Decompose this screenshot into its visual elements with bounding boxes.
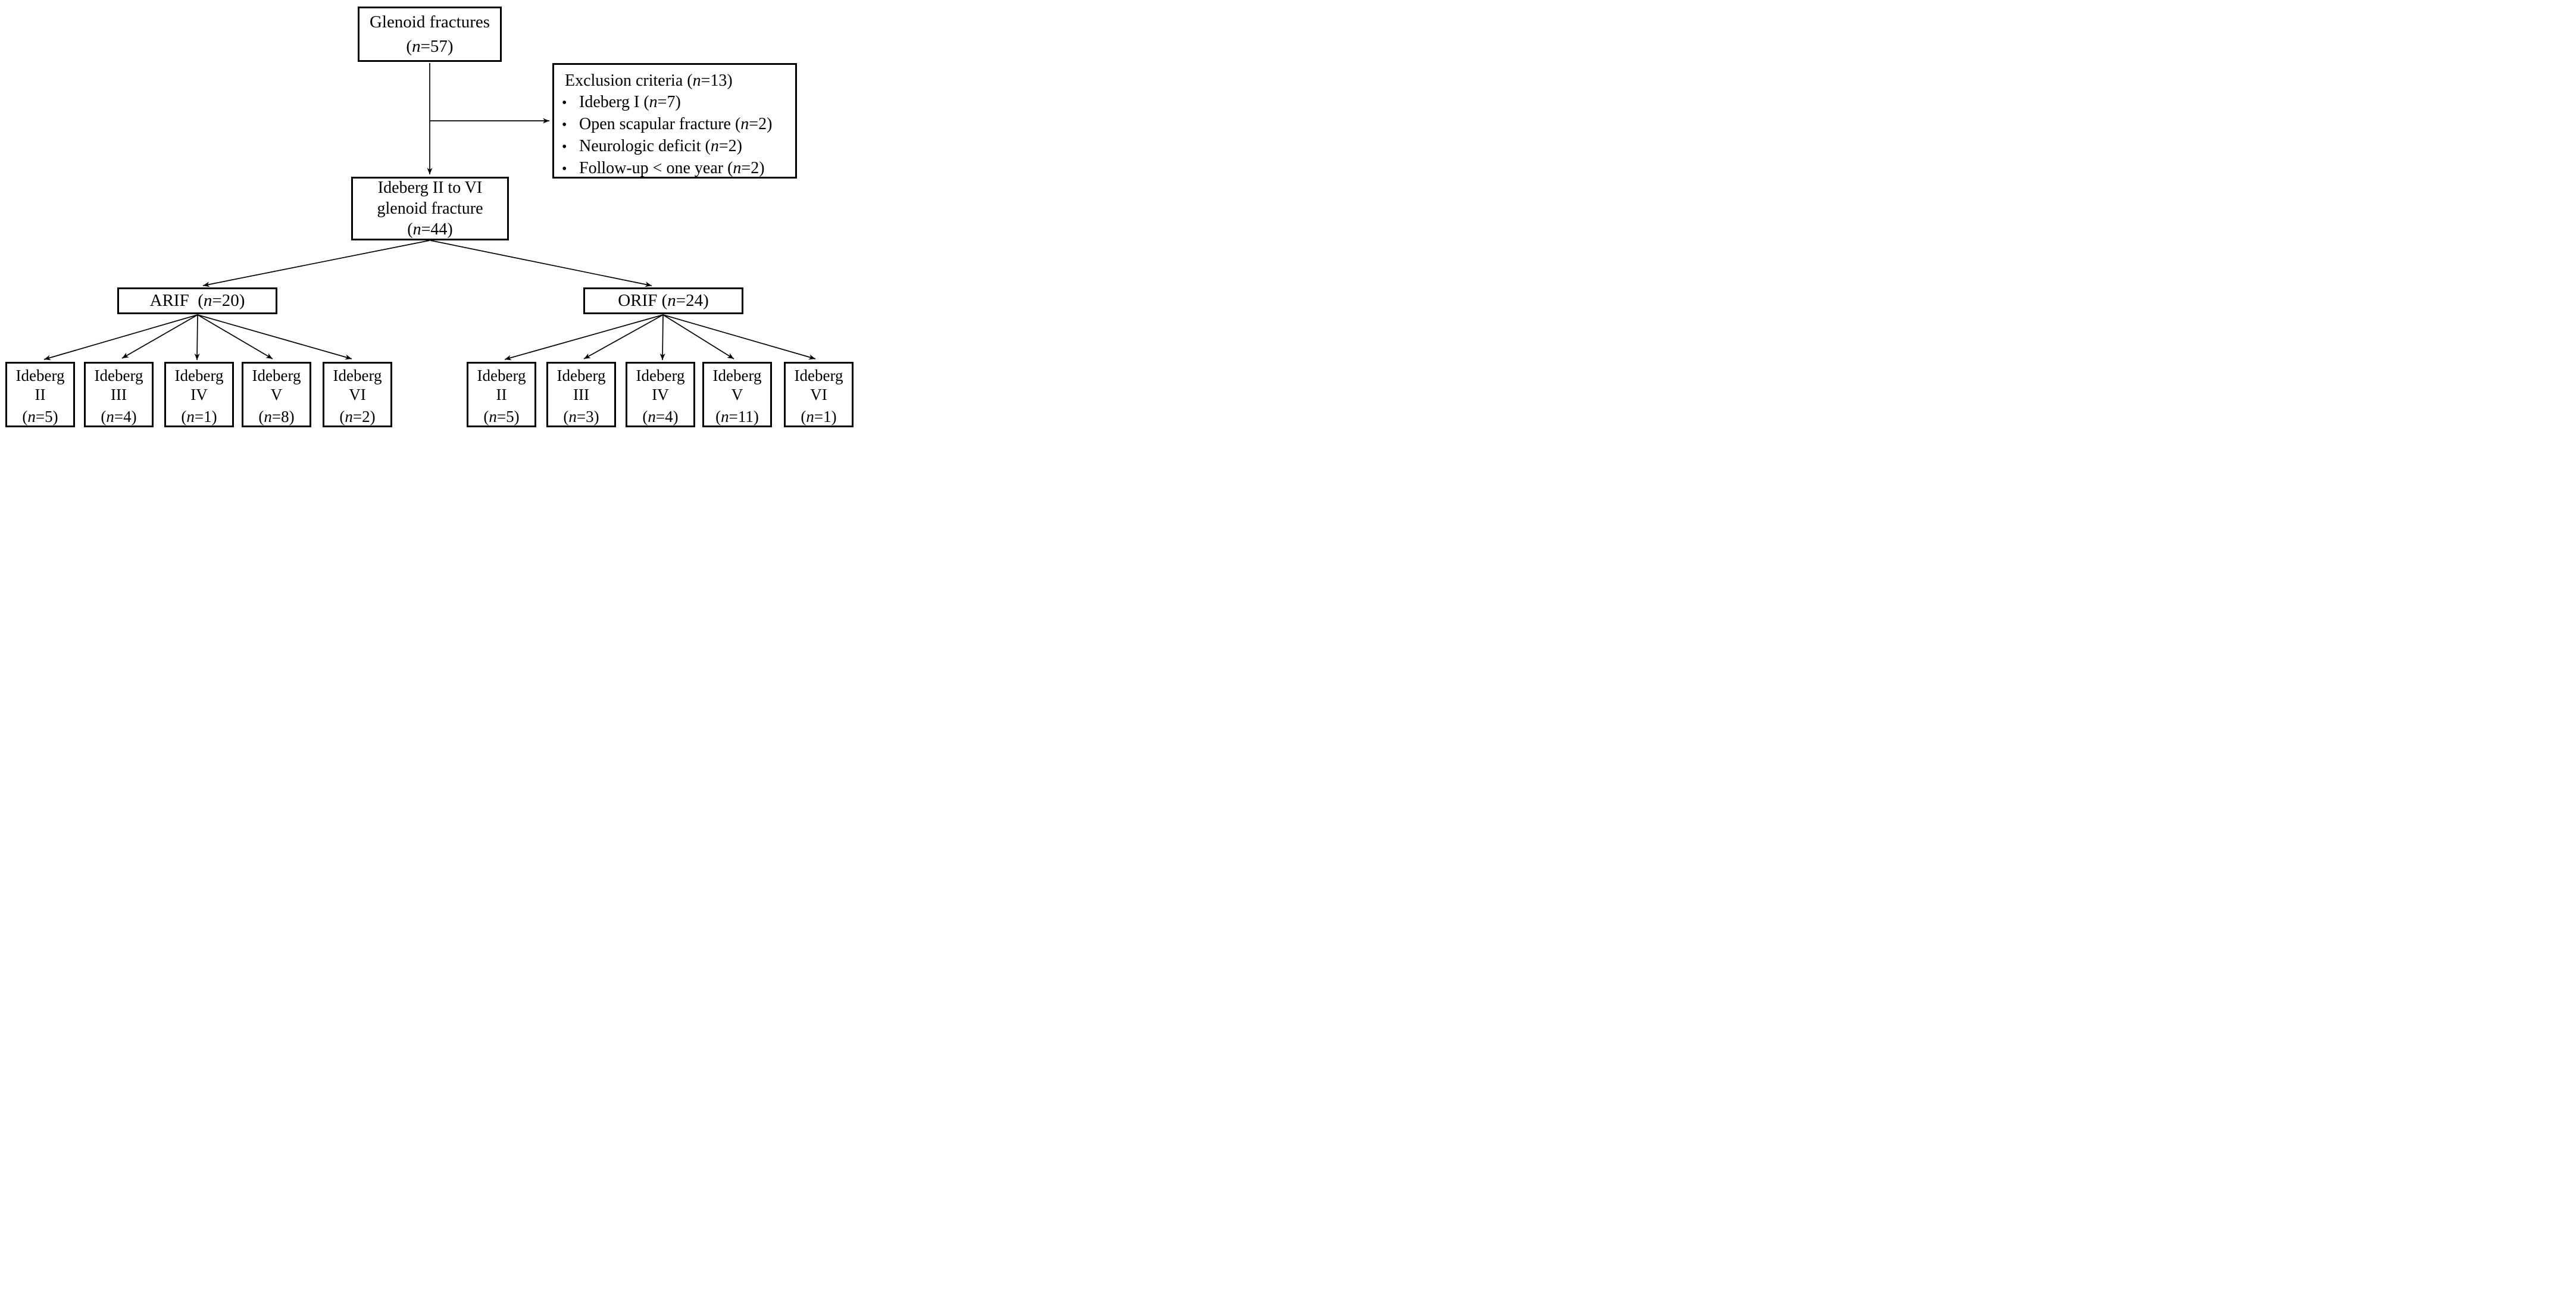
exclusion-item-text: Open scapular fracture (n=2) bbox=[579, 115, 773, 133]
leaf-title: Ideberg bbox=[174, 367, 224, 384]
arrow-arif-to-ideberg4 bbox=[194, 314, 200, 361]
leaf-grade: II bbox=[35, 386, 46, 403]
leaf-grade: IV bbox=[190, 386, 208, 403]
leaf-count: (n=5) bbox=[483, 408, 520, 426]
node-count: (n=57) bbox=[406, 36, 454, 56]
leaf-count: (n=4) bbox=[642, 408, 679, 426]
leaf-count: (n=2) bbox=[339, 408, 376, 426]
node-count: (n=44) bbox=[407, 220, 453, 239]
leaf-title: Ideberg bbox=[712, 367, 762, 384]
node-orif-ideberg-ii: Ideberg II (n=5) bbox=[467, 362, 536, 427]
node-orif-ideberg-iv: Ideberg IV (n=4) bbox=[626, 362, 695, 427]
exclusion-item-text: Follow-up < one year (n=2) bbox=[579, 159, 765, 177]
exclusion-item: • Open scapular fracture (n=2) bbox=[554, 114, 792, 136]
node-orif: ORIF (n=24) bbox=[583, 287, 743, 314]
exclusion-item-text: Ideberg I (n=7) bbox=[579, 93, 681, 111]
arrow-orif-to-ideberg4 bbox=[659, 314, 665, 361]
exclusion-title: Exclusion criteria (n=13) bbox=[565, 71, 733, 90]
leaf-count: (n=8) bbox=[258, 408, 295, 426]
leaf-count: (n=1) bbox=[181, 408, 217, 426]
exclusion-item: • Ideberg I (n=7) bbox=[554, 92, 792, 114]
bullet-icon: • bbox=[562, 95, 567, 111]
leaf-grade: VI bbox=[349, 386, 366, 403]
node-orif-ideberg-v: Ideberg V (n=11) bbox=[702, 362, 772, 427]
leaf-title: Ideberg bbox=[477, 367, 526, 384]
leaf-grade: II bbox=[496, 386, 507, 403]
leaf-title: Ideberg bbox=[252, 367, 301, 384]
node-arif-ideberg-iv: Ideberg IV (n=1) bbox=[164, 362, 234, 427]
bullet-icon: • bbox=[562, 161, 567, 177]
exclusion-item-text: Neurologic deficit (n=2) bbox=[579, 137, 742, 155]
arrow-eligible-to-orif bbox=[430, 240, 652, 287]
node-arif-ideberg-iii: Ideberg III (n=4) bbox=[84, 362, 154, 427]
flowchart-canvas: Glenoid fractures (n=57) Exclusion crite… bbox=[0, 0, 859, 438]
arrow-orif-to-ideberg2 bbox=[504, 314, 664, 361]
leaf-count: (n=3) bbox=[563, 408, 599, 426]
orif-label: ORIF (n=24) bbox=[618, 291, 709, 310]
arrow-arif-to-ideberg3 bbox=[121, 314, 198, 359]
leaf-grade: IV bbox=[652, 386, 669, 403]
bullet-icon: • bbox=[562, 117, 567, 133]
node-title-line1: Ideberg II to VI bbox=[377, 179, 483, 197]
node-glenoid-fractures: Glenoid fractures (n=57) bbox=[358, 7, 502, 62]
node-arif-ideberg-v: Ideberg V (n=8) bbox=[242, 362, 311, 427]
leaf-grade: III bbox=[111, 386, 127, 403]
node-arif-ideberg-ii: Ideberg II (n=5) bbox=[5, 362, 75, 427]
node-arif-ideberg-vi: Ideberg VI (n=2) bbox=[323, 362, 392, 427]
arrow-arif-to-ideberg5 bbox=[197, 314, 273, 359]
exclusion-item: • Follow-up < one year (n=2) bbox=[554, 158, 792, 180]
node-arif: ARIF (n=20) bbox=[117, 287, 277, 314]
node-orif-ideberg-iii: Ideberg III (n=3) bbox=[546, 362, 616, 427]
leaf-title: Ideberg bbox=[794, 367, 843, 384]
leaf-title: Ideberg bbox=[636, 367, 685, 384]
leaf-grade: V bbox=[731, 386, 743, 403]
leaf-title: Ideberg bbox=[15, 367, 65, 384]
leaf-grade: III bbox=[573, 386, 589, 403]
arrow-eligible-to-arif bbox=[202, 240, 430, 287]
arif-label: ARIF (n=20) bbox=[149, 291, 245, 310]
node-orif-ideberg-vi: Ideberg VI (n=1) bbox=[784, 362, 854, 427]
bullet-icon: • bbox=[562, 139, 567, 155]
leaf-grade: V bbox=[270, 386, 283, 403]
arrow-arif-to-ideberg2 bbox=[43, 314, 198, 361]
arrow-orif-to-ideberg5 bbox=[662, 314, 734, 359]
node-exclusion-criteria: Exclusion criteria (n=13) • Ideberg I (n… bbox=[552, 63, 797, 179]
node-title: Glenoid fractures bbox=[369, 12, 490, 32]
arrow-orif-to-ideberg6 bbox=[662, 314, 816, 360]
leaf-count: (n=5) bbox=[22, 408, 58, 426]
leaf-count: (n=4) bbox=[101, 408, 137, 426]
arrow-orif-to-ideberg3 bbox=[583, 314, 664, 359]
exclusion-item: • Neurologic deficit (n=2) bbox=[554, 136, 792, 158]
leaf-grade: VI bbox=[810, 386, 827, 403]
leaf-count: (n=11) bbox=[715, 408, 759, 426]
node-ideberg-2-6: Ideberg II to VI glenoid fracture (n=44) bbox=[351, 177, 509, 240]
exclusion-list: • Ideberg I (n=7) • Open scapular fractu… bbox=[554, 92, 792, 180]
leaf-title: Ideberg bbox=[333, 367, 382, 384]
leaf-title: Ideberg bbox=[94, 367, 143, 384]
connector-arrows bbox=[43, 63, 816, 361]
arrow-arif-to-ideberg6 bbox=[197, 314, 352, 360]
node-title-line2: glenoid fracture bbox=[377, 199, 483, 218]
leaf-title: Ideberg bbox=[557, 367, 606, 384]
leaf-count: (n=1) bbox=[801, 408, 837, 426]
